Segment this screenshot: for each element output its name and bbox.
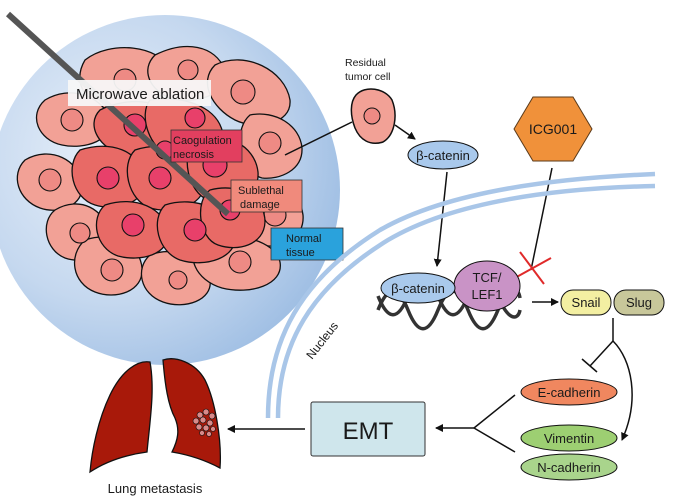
icg001-inhibition-line	[530, 167, 553, 271]
coagulation-necrosis-label: Caogulation necrosis	[170, 129, 243, 163]
connector-tumor-residual	[284, 121, 353, 156]
outer-cell-nuclei	[38, 59, 287, 290]
vimentin-text: Vimentin	[544, 431, 594, 446]
icg001-hexagon	[513, 96, 593, 162]
beta-catenin-cyto-text: β-catenin	[416, 148, 470, 163]
emt-box	[310, 401, 426, 457]
vimentin-node	[520, 424, 618, 452]
tcf-lef1-complex	[453, 260, 521, 312]
arrow-residual-to-beta	[394, 124, 416, 140]
e-cadherin-node	[520, 378, 618, 406]
lung-metastasis-text: Lung metastasis	[108, 481, 203, 496]
slug-node	[613, 289, 665, 316]
tcf-text-2: LEF1	[471, 287, 502, 302]
beta-catenin-cytoplasm	[407, 140, 479, 170]
microwave-ablation-label: Microwave ablation	[68, 80, 211, 106]
residual-text-2: tumor cell	[345, 71, 391, 83]
sublethal-text-1: Sublethal	[238, 185, 284, 197]
beta-catenin-nucleus	[380, 272, 456, 304]
arrow-beta-translocation	[433, 171, 448, 267]
coagulation-text-2: necrosis	[173, 149, 214, 161]
emt-text: EMT	[343, 418, 394, 445]
snail-text: Snail	[572, 295, 601, 310]
snail-node	[560, 289, 612, 316]
residual-cell-nucleus	[363, 107, 381, 125]
right-lung	[162, 358, 221, 470]
e-cadherin-text: E-cadherin	[538, 385, 601, 400]
n-cadherin-node	[520, 453, 618, 481]
normal-tissue-label: Normal tissue	[270, 227, 344, 261]
snail-slug-branches	[581, 318, 633, 441]
normal-text-2: tissue	[286, 247, 315, 259]
coagulation-text-1: Caogulation	[173, 135, 232, 147]
nuclear-membrane	[265, 171, 656, 419]
sublethal-text-2: damage	[240, 199, 280, 211]
slug-text: Slug	[626, 295, 652, 310]
sublethal-damage-label: Sublethal damage	[230, 179, 303, 213]
metastasis-nodule	[192, 408, 216, 437]
ablation-needle	[5, 11, 231, 217]
normal-text-1: Normal	[286, 233, 321, 245]
inhibition-x-icon	[512, 251, 552, 285]
converge-to-emt	[435, 394, 516, 453]
left-lung	[89, 361, 153, 474]
residual-text-1: Residual	[345, 57, 386, 69]
microwave-ablation-text: Microwave ablation	[76, 86, 204, 103]
icg001-text: ICG001	[529, 121, 577, 137]
tcf-text-1: TCF/	[473, 270, 502, 285]
beta-catenin-nuc-text: β-catenin	[391, 281, 445, 296]
n-cadherin-text: N-cadherin	[537, 460, 601, 475]
nucleus-label: Nucleus	[303, 319, 341, 362]
